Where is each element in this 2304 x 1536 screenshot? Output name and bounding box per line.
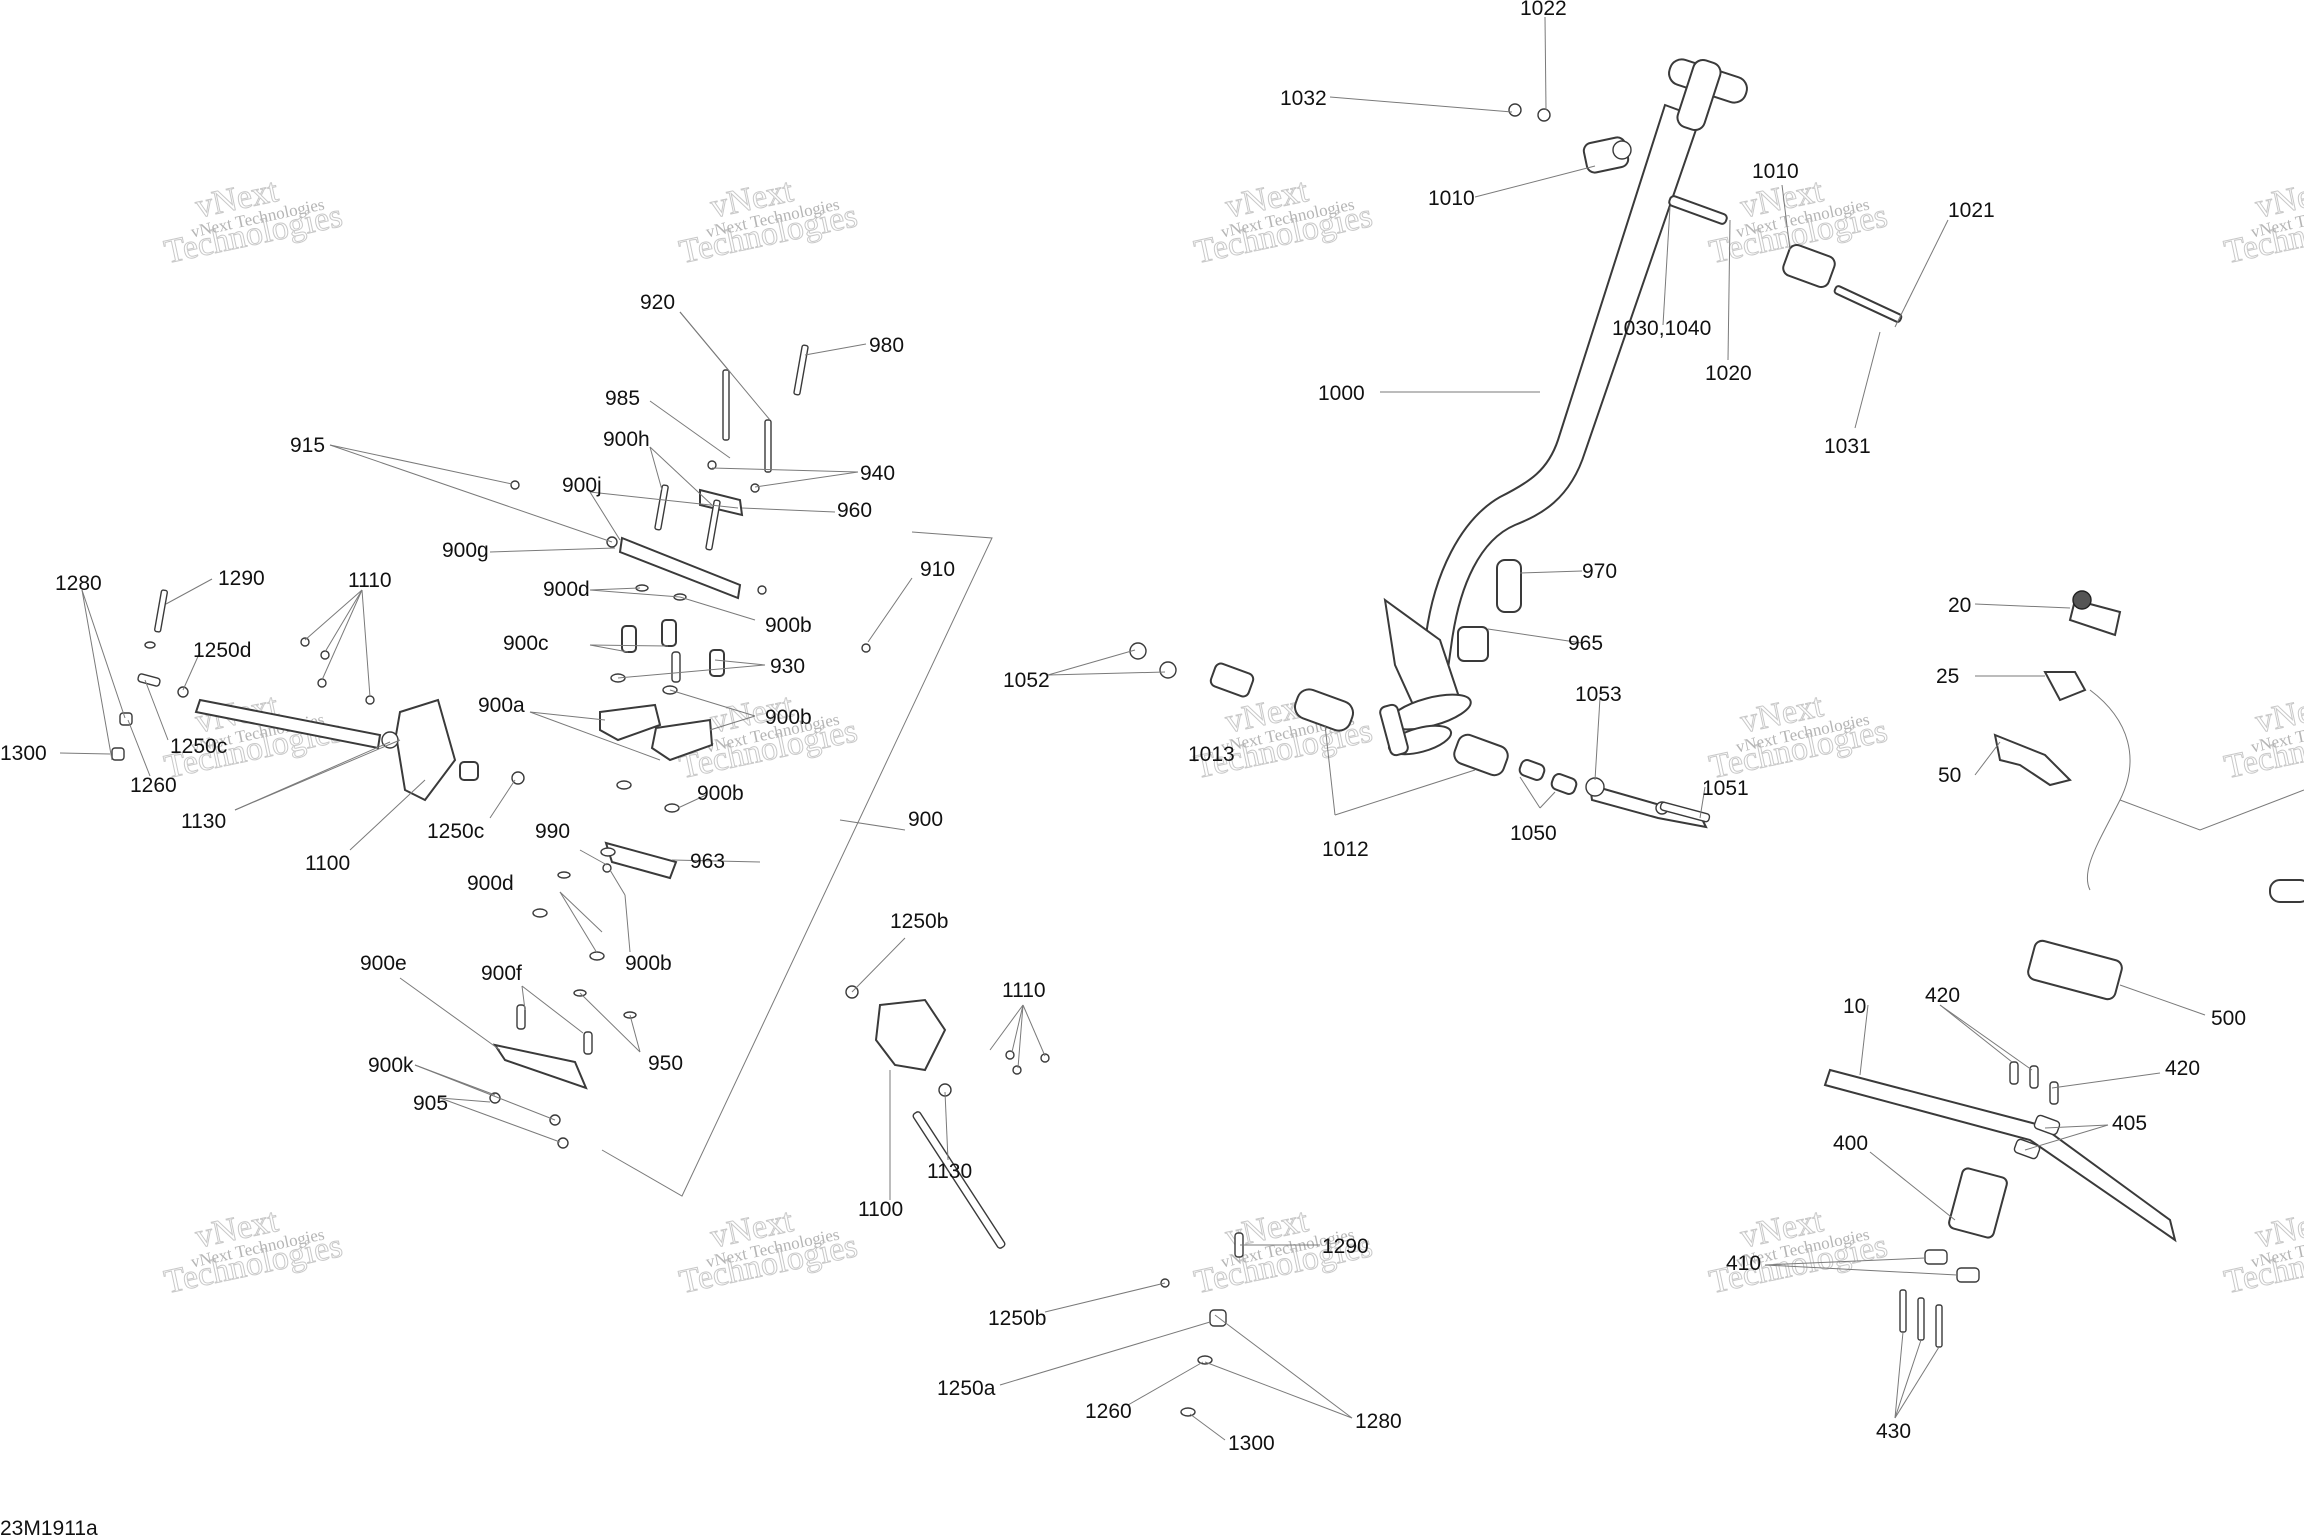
watermark: vNext Technologies vNext Technologies xyxy=(1706,1202,1892,1302)
label-1032: 1032 xyxy=(1280,87,1327,110)
watermark: vNext Technologies vNext Technologies xyxy=(676,1202,862,1302)
label-500: 500 xyxy=(2211,1007,2246,1030)
label-1250c: 1250c xyxy=(427,820,484,843)
label-900g: 900g xyxy=(442,539,489,562)
label-965: 965 xyxy=(1568,632,1603,655)
watermark: vNext Technologies vNext Technologies xyxy=(161,1202,347,1302)
label-940: 940 xyxy=(860,462,895,485)
label-1300: 1300 xyxy=(0,742,47,765)
label-1110: 1110 xyxy=(348,569,392,592)
label-900d: 900d xyxy=(543,578,590,601)
label-1052: 1052 xyxy=(1003,669,1050,692)
label-1260: 1260 xyxy=(130,774,177,797)
label-920: 920 xyxy=(640,291,675,314)
label-900f: 900f xyxy=(481,962,522,985)
label-900b: 900b xyxy=(765,614,812,637)
label-1250d: 1250d xyxy=(193,639,251,662)
label-20: 20 xyxy=(1948,594,1971,617)
label-900e: 900e xyxy=(360,952,407,975)
label-10: 10 xyxy=(1843,995,1866,1018)
label-25: 25 xyxy=(1936,665,1959,688)
watermark: vNext Technologies vNext Technologies xyxy=(2221,1202,2304,1302)
label-1053: 1053 xyxy=(1575,683,1622,706)
label-900h: 900h xyxy=(603,428,650,451)
label-1100: 1100 xyxy=(305,852,350,875)
watermark: vNext Technologies vNext Technologies xyxy=(1191,172,1377,272)
column-top-hardware xyxy=(1508,103,1903,323)
label-980: 980 xyxy=(869,334,904,357)
label-400: 400 xyxy=(1833,1132,1868,1155)
column-mid-hardware xyxy=(1129,559,1711,829)
label-1130: 1130 xyxy=(927,1160,972,1183)
watermark: vNext Technologies vNext Technologies xyxy=(1706,687,1892,787)
label-900b: 900b xyxy=(765,706,812,729)
label-1022: 1022 xyxy=(1520,0,1567,20)
label-910: 910 xyxy=(920,558,955,581)
label-1000: 1000 xyxy=(1318,382,1365,405)
label-1280: 1280 xyxy=(55,572,102,595)
label-930: 930 xyxy=(770,655,805,678)
label-900c: 900c xyxy=(503,632,549,655)
label-420: 420 xyxy=(1925,984,1960,1007)
label-1030-1040: 1030,1040 xyxy=(1612,317,1711,340)
left-assembly-1100 xyxy=(111,589,525,802)
watermarks: vNext Technologies vNext Technologies vN… xyxy=(161,172,2304,1302)
label-1100: 1100 xyxy=(858,1198,903,1221)
watermark: vNext Technologies vNext Technologies xyxy=(676,172,862,272)
label-1130: 1130 xyxy=(181,810,226,833)
watermark: vNext Technologies vNext Technologies xyxy=(2221,687,2304,787)
label-1280: 1280 xyxy=(1355,1410,1402,1433)
label-900: 900 xyxy=(908,808,943,831)
label-1051: 1051 xyxy=(1702,777,1749,800)
steering-column-1000 xyxy=(1379,58,1748,757)
label-1031: 1031 xyxy=(1824,435,1871,458)
label-963: 963 xyxy=(690,850,725,873)
label-950: 950 xyxy=(648,1052,683,1075)
label-915: 915 xyxy=(290,434,325,457)
label-900j: 900j xyxy=(562,474,602,497)
label-1010: 1010 xyxy=(1428,187,1475,210)
watermark: vNext Technologies vNext Technologies xyxy=(2221,172,2304,272)
label-985: 985 xyxy=(605,387,640,410)
label-900d: 900d xyxy=(467,872,514,895)
label-1260: 1260 xyxy=(1085,1400,1132,1423)
label-970: 970 xyxy=(1582,560,1617,583)
label-1290: 1290 xyxy=(218,567,265,590)
watermark: vNext Technologies vNext Technologies xyxy=(1191,687,1377,787)
part-labels: 1022 1032 1010 1010 1021 1030,1040 1020 … xyxy=(0,0,2246,1536)
label-900k: 900k xyxy=(368,1054,414,1077)
label-1250c: 1250c xyxy=(170,735,227,758)
label-1021: 1021 xyxy=(1948,199,1995,222)
leader-lines xyxy=(59,16,2206,1441)
label-1012: 1012 xyxy=(1322,838,1369,861)
label-900b: 900b xyxy=(625,952,672,975)
label-1013: 1013 xyxy=(1188,743,1235,766)
label-405: 405 xyxy=(2112,1112,2147,1135)
label-905: 905 xyxy=(413,1092,448,1115)
label-1300: 1300 xyxy=(1228,1432,1275,1455)
right-group xyxy=(1823,590,2304,1348)
label-990: 990 xyxy=(535,820,570,843)
label-50: 50 xyxy=(1938,764,1961,787)
label-410: 410 xyxy=(1726,1252,1761,1275)
label-1290: 1290 xyxy=(1322,1235,1369,1258)
watermark: vNext Technologies vNext Technologies xyxy=(161,172,347,272)
label-900b: 900b xyxy=(697,782,744,805)
label-1250a: 1250a xyxy=(937,1377,996,1400)
figure-code: 23M1911a xyxy=(0,1517,98,1536)
label-960: 960 xyxy=(837,499,872,522)
label-1110: 1110 xyxy=(1002,979,1046,1002)
label-1250b: 1250b xyxy=(890,910,948,933)
mid-assembly-1100 xyxy=(845,985,1244,1417)
assembly-900-boundary xyxy=(601,531,993,1197)
label-1020: 1020 xyxy=(1705,362,1752,385)
label-1010: 1010 xyxy=(1752,160,1799,183)
label-420: 420 xyxy=(2165,1057,2200,1080)
label-1050: 1050 xyxy=(1510,822,1557,845)
label-430: 430 xyxy=(1876,1420,1911,1443)
label-1250b: 1250b xyxy=(988,1307,1046,1330)
label-900a: 900a xyxy=(478,694,525,717)
